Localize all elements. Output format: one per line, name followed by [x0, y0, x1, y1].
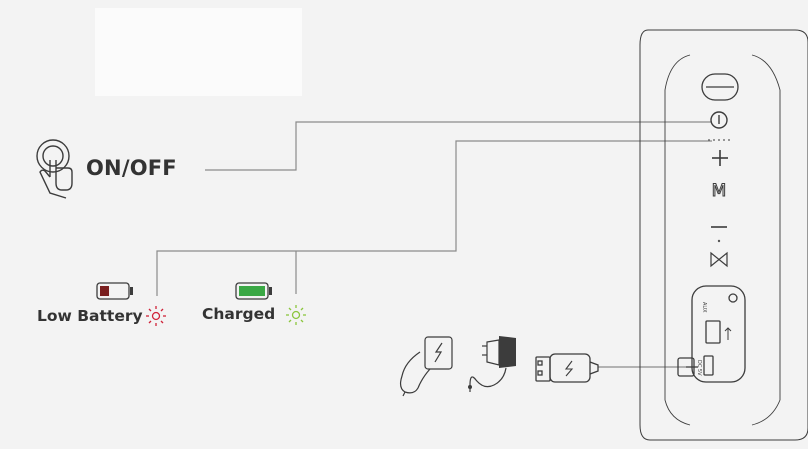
port-panel	[691, 285, 746, 383]
bluetooth-pair-icon	[710, 251, 728, 268]
usb-c-plug-icon	[677, 357, 698, 377]
power-button-icon	[710, 111, 728, 129]
onoff-label: ON/OFF	[86, 156, 177, 180]
charged-battery-icon	[235, 282, 272, 300]
speaker-body	[639, 29, 808, 441]
indicator-connector-line	[156, 140, 712, 296]
led-dots	[708, 139, 730, 141]
strap-loop-icon	[701, 73, 739, 101]
onoff-connector-line	[205, 121, 712, 171]
center-dot	[717, 239, 721, 243]
blank-area	[95, 8, 302, 96]
usb-port-icon	[724, 327, 732, 340]
aux-label: AUX	[701, 302, 707, 313]
usb-charger-icon	[399, 336, 453, 397]
low-battery-icon	[96, 282, 133, 300]
dc-label: DC 5V	[696, 360, 702, 376]
low-battery-label: Low Battery	[37, 307, 143, 325]
charged-label: Charged	[202, 305, 276, 323]
low-battery-led-icon	[146, 306, 166, 326]
touch-hand-icon	[36, 139, 73, 199]
wall-adapter-icon	[468, 336, 516, 392]
usb-a-plug-icon	[535, 353, 599, 383]
charged-led-icon	[286, 305, 306, 325]
mode-icon: M	[712, 181, 727, 201]
volume-up-icon	[712, 150, 728, 166]
